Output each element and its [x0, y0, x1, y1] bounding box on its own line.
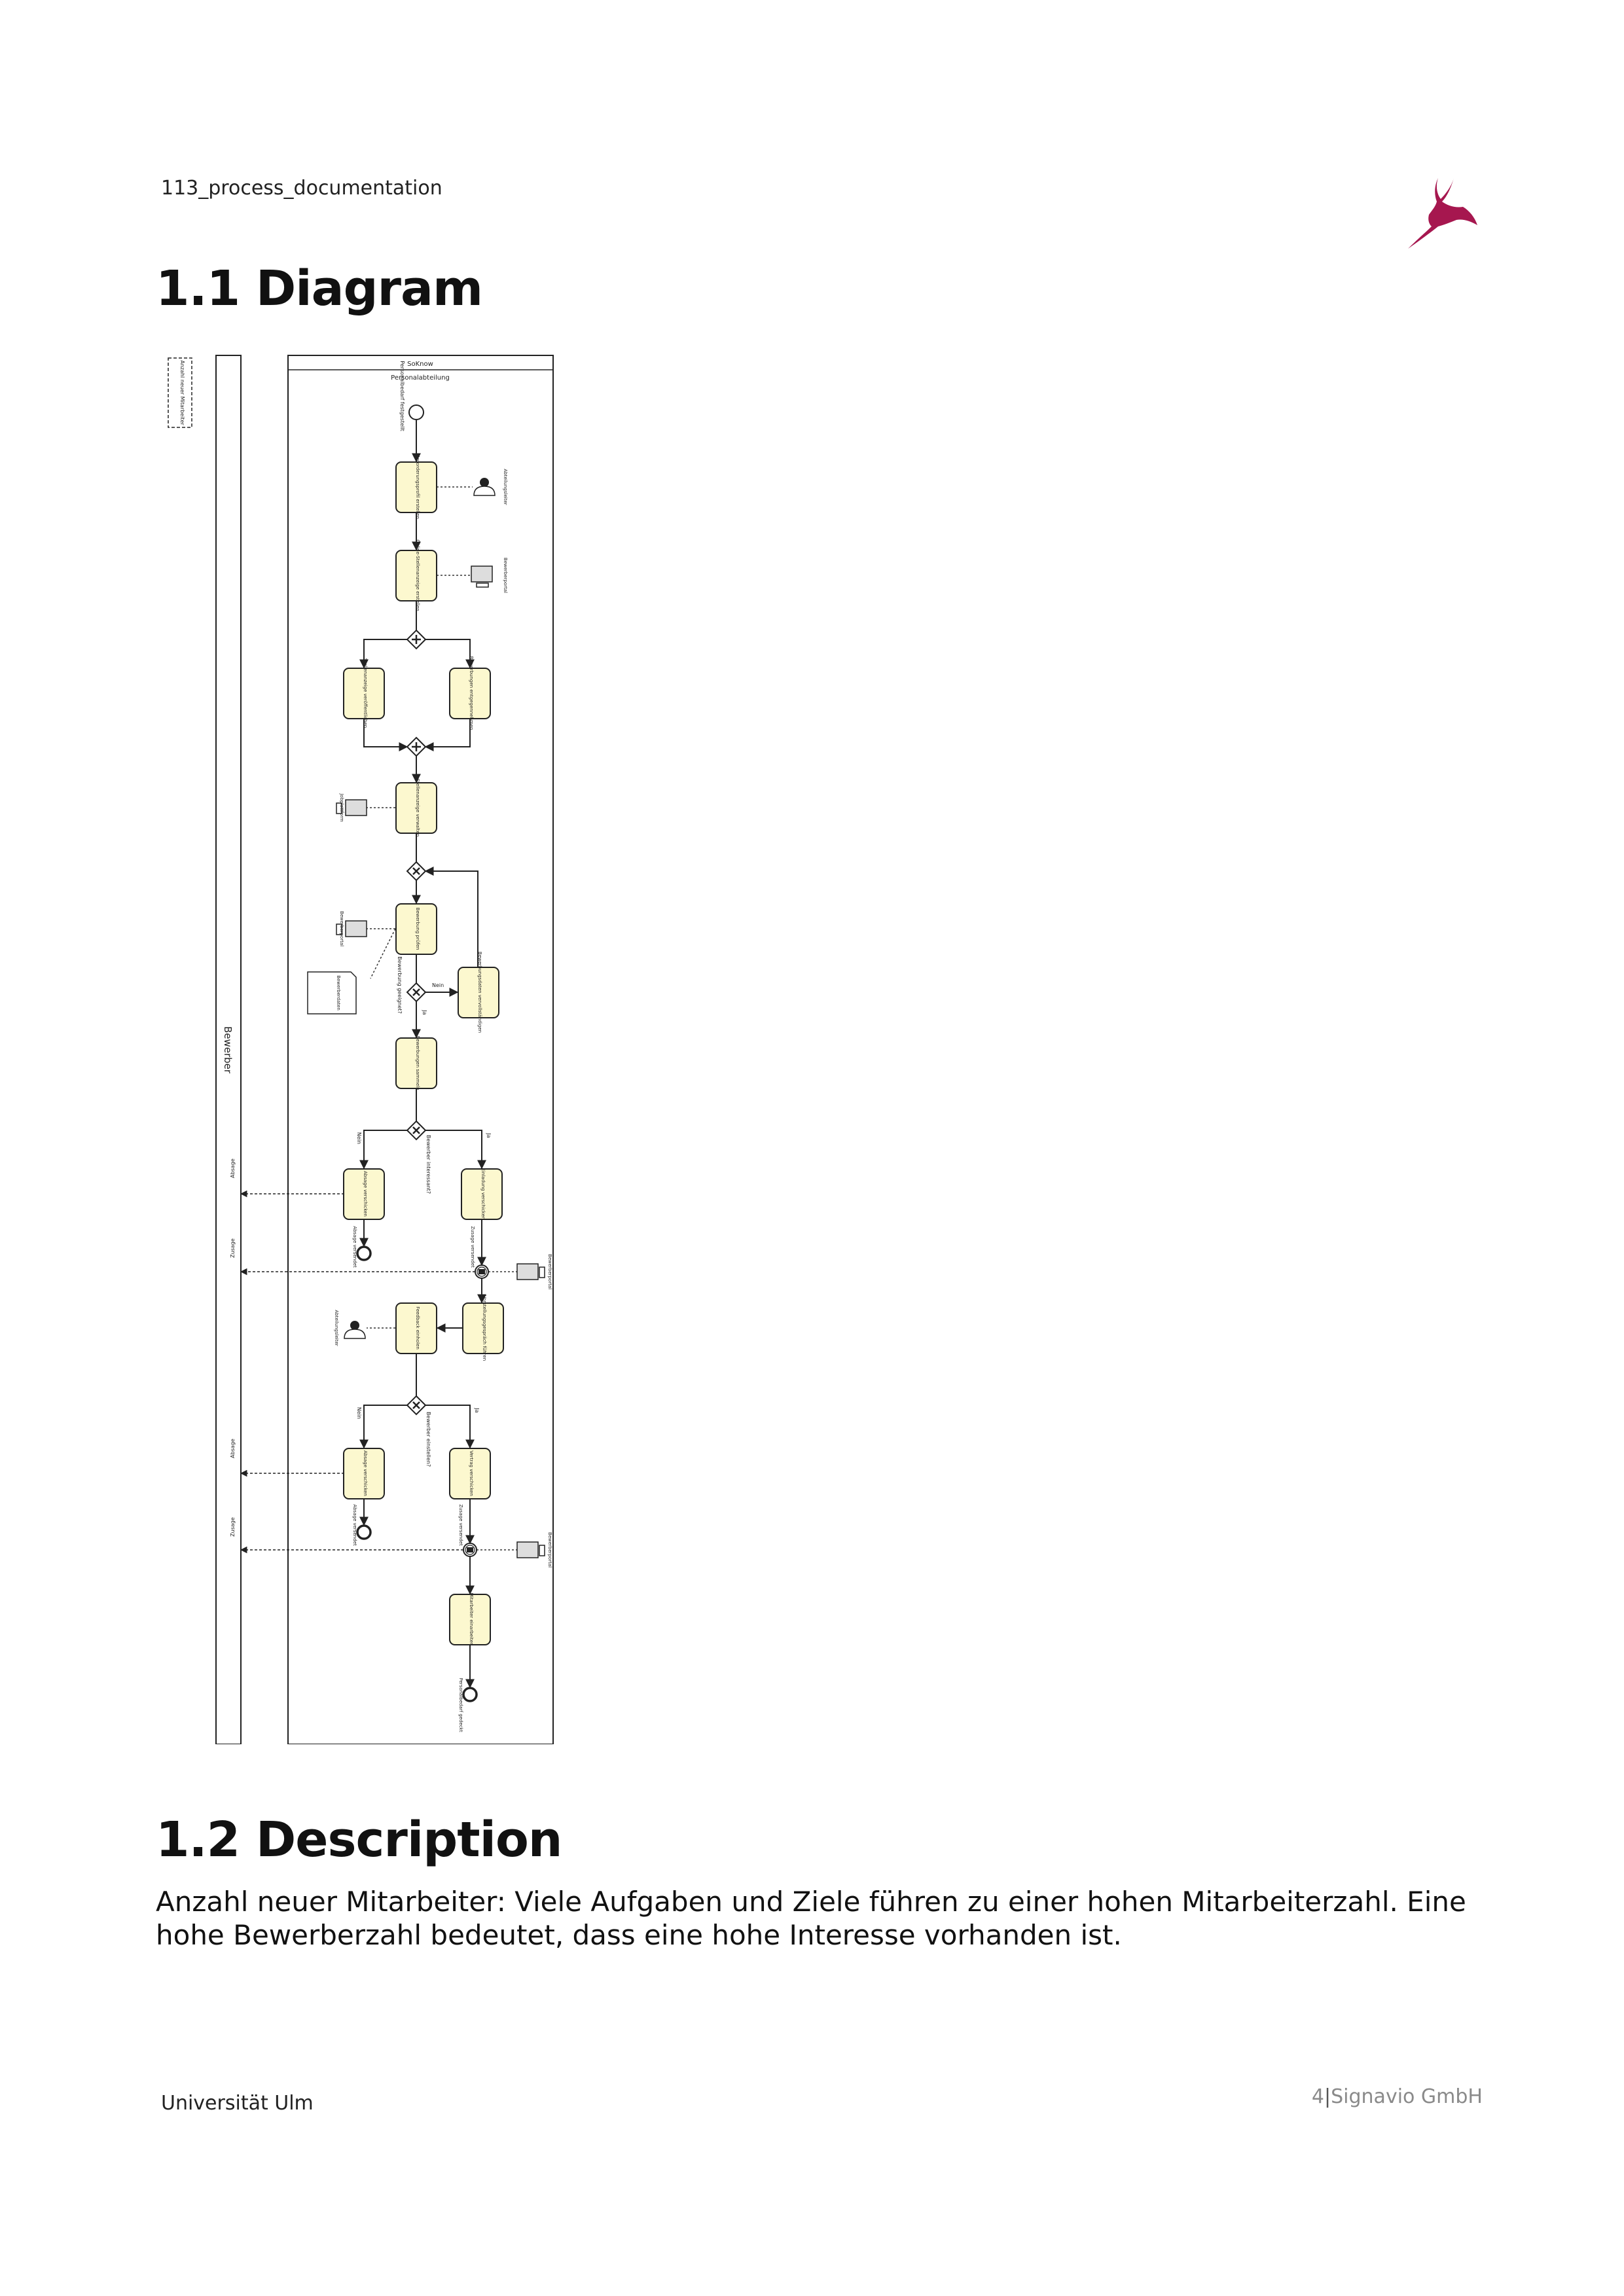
svg-text:Abteilungsleiter: Abteilungsleiter	[334, 1310, 339, 1346]
task-4: Bewerbungen entgegennehmen	[449, 656, 491, 730]
end-event-1	[356, 1246, 372, 1261]
message-labels: Absage Zusage Absage Zusage	[230, 1158, 236, 1537]
task-8: Bewerbungen sammeln	[395, 1035, 437, 1090]
message-event-2	[463, 1543, 477, 1557]
end-event-5	[462, 1687, 478, 1702]
message-event-1	[475, 1265, 489, 1279]
svg-text:Bewerbung geeignet?: Bewerbung geeignet?	[397, 956, 403, 1014]
task-6: Bewerbung prüfen	[395, 903, 437, 955]
footer-university: Universität Ulm	[161, 2092, 314, 2115]
description-text: Anzahl neuer Mitarbeiter: Viele Aufgaben…	[156, 1886, 1466, 1951]
svg-text:Jobplattform: Jobplattform	[339, 793, 344, 821]
svg-text:Anforderungsprofil erstellen: Anforderungsprofil erstellen	[415, 455, 420, 519]
user-icon-2: Abteilungsleiter	[334, 1310, 366, 1346]
svg-text:Vertrag verschicken: Vertrag verschicken	[469, 1450, 474, 1496]
exclusive-gateway-merge	[406, 861, 427, 882]
task-9: Absage verschicken	[343, 1168, 385, 1220]
svg-text:Absage versendet: Absage versendet	[352, 1226, 357, 1268]
svg-text:Einladung verschicken: Einladung verschicken	[480, 1168, 486, 1220]
sequence-flows	[359, 420, 486, 1689]
svg-text:Bewerber interessant?: Bewerber interessant?	[425, 1135, 431, 1194]
user-icon-1: Abteilungsleiter	[473, 469, 508, 505]
svg-text:Absage: Absage	[230, 1158, 236, 1178]
task-13: Absage verschicken	[343, 1448, 385, 1499]
task-5: Stellenanzeige verwalten	[395, 779, 437, 837]
parallel-gateway-split	[406, 629, 427, 650]
svg-text:Bewerberdaten: Bewerberdaten	[336, 975, 341, 1011]
exclusive-gateway-3: Bewerber einstellen? Nein Ja	[356, 1395, 480, 1467]
task-2: Online-Stellenanzeige erstellen	[395, 539, 437, 611]
svg-text:Absage verschicken: Absage verschicken	[363, 1171, 368, 1217]
computer-icon-2: Jobplattform	[336, 793, 367, 822]
svg-text:Personalbedarf gedeckt: Personalbedarf gedeckt	[458, 1678, 463, 1732]
task-15: Mitarbeiter einarbeiten	[449, 1593, 491, 1646]
start-event: Personalbedarf festgestellt	[399, 361, 424, 431]
computer-icon-3: Bewerberportal	[336, 911, 367, 946]
svg-text:Nein: Nein	[356, 1132, 362, 1144]
svg-text:Bewerberportal: Bewerberportal	[547, 1254, 552, 1289]
task-10: Einladung verschicken	[461, 1168, 503, 1220]
message-flows	[240, 1190, 475, 1554]
section-title-diagram: 1.1 Diagram	[156, 260, 483, 317]
footer-page-info: 4|Signavio GmbH	[1312, 2085, 1483, 2108]
svg-text:Personalbedarf festgestellt: Personalbedarf festgestellt	[399, 361, 405, 431]
svg-text:Bewerbungen entgegennehmen: Bewerbungen entgegennehmen	[469, 656, 474, 730]
svg-text:Feedback einholen: Feedback einholen	[415, 1306, 420, 1350]
task-3: Stellenanzeige veröffentlichen	[343, 658, 385, 728]
svg-text:Online-Stellenanzeige erstelle: Online-Stellenanzeige erstellen	[415, 539, 420, 611]
computer-icon-4: Bewerberportal	[516, 1254, 552, 1289]
exclusive-gateway-1: Bewerbung geeignet? Nein Ja	[397, 956, 444, 1015]
svg-text:Zusage versendet: Zusage versendet	[470, 1226, 475, 1268]
svg-text:Bewerbungen sammeln: Bewerbungen sammeln	[415, 1035, 420, 1090]
footer-separator: |	[1324, 2085, 1331, 2108]
svg-text:Abteilungsleiter: Abteilungsleiter	[503, 469, 508, 505]
svg-text:Ja: Ja	[474, 1407, 480, 1412]
svg-text:Bewerbungsdaten vervollständig: Bewerbungsdaten vervollständigen	[477, 952, 482, 1033]
svg-text:Ja: Ja	[422, 1009, 427, 1014]
svg-text:Absage verschicken: Absage verschicken	[363, 1450, 368, 1496]
parallel-gateway-join	[406, 736, 427, 757]
svg-text:Zusage versendet: Zusage versendet	[458, 1504, 463, 1546]
task-1: Anforderungsprofil erstellen	[395, 455, 437, 519]
bpmn-diagram: Anzahl neuer Mitarbeiter Bewerber SoKnow…	[168, 355, 554, 1744]
event-labels: Absage versendet Zusage versendet Absage…	[352, 1226, 475, 1732]
svg-text:SoKnow: SoKnow	[407, 361, 433, 368]
svg-text:Stellenanzeige verwalten: Stellenanzeige verwalten	[415, 779, 420, 837]
document-icon: Bewerberdaten	[307, 971, 357, 1014]
svg-text:Mitarbeiter einarbeiten: Mitarbeiter einarbeiten	[469, 1593, 474, 1646]
task-12: Vorstellungsgespräch führen	[462, 1295, 504, 1361]
svg-text:Absage versendet: Absage versendet	[352, 1504, 357, 1546]
page-number: 4	[1311, 2085, 1325, 2108]
end-event-3	[356, 1524, 372, 1540]
associations	[367, 486, 517, 1551]
exclusive-gateway-2: Bewerber interessant? Nein Ja	[356, 1120, 492, 1194]
svg-text:Bewerberportal: Bewerberportal	[503, 558, 508, 593]
text-annotation: Anzahl neuer Mitarbeiter	[168, 357, 192, 428]
task-14: Vertrag verschicken	[449, 1448, 491, 1499]
svg-text:Bewerbung prüfen: Bewerbung prüfen	[415, 908, 420, 950]
computer-icon-5: Bewerberportal	[516, 1532, 552, 1568]
footer-company: Signavio GmbH	[1331, 2085, 1483, 2108]
task-7: Bewerbungsdaten vervollständigen	[458, 952, 499, 1033]
svg-text:Zusage: Zusage	[230, 1238, 236, 1258]
svg-text:Personalabteilung: Personalabteilung	[391, 374, 450, 382]
svg-text:Absage: Absage	[230, 1439, 236, 1458]
svg-text:Anzahl neuer Mitarbeiter: Anzahl neuer Mitarbeiter	[179, 360, 185, 425]
signavio-logo-icon	[1408, 178, 1477, 249]
computer-icon-1: Bewerberportal	[471, 558, 508, 593]
section-title-description: 1.2 Description	[156, 1812, 562, 1868]
svg-text:Bewerberportal: Bewerberportal	[547, 1532, 552, 1568]
svg-text:Vorstellungsgespräch führen: Vorstellungsgespräch führen	[482, 1295, 487, 1361]
svg-text:Nein: Nein	[356, 1407, 362, 1419]
document-name: 113_process_documentation	[161, 177, 442, 200]
svg-text:Ja: Ja	[486, 1132, 492, 1138]
svg-text:Bewerber einstellen?: Bewerber einstellen?	[425, 1412, 431, 1467]
svg-text:Nein: Nein	[432, 982, 444, 988]
svg-text:Bewerberportal: Bewerberportal	[339, 911, 344, 946]
task-11: Feedback einholen	[395, 1302, 437, 1354]
svg-text:Zusage: Zusage	[230, 1517, 236, 1537]
svg-text:Bewerber: Bewerber	[222, 1026, 234, 1074]
svg-text:Stellenanzeige veröffentlichen: Stellenanzeige veröffentlichen	[363, 658, 368, 728]
pool-bewerber: Bewerber	[215, 355, 242, 1744]
